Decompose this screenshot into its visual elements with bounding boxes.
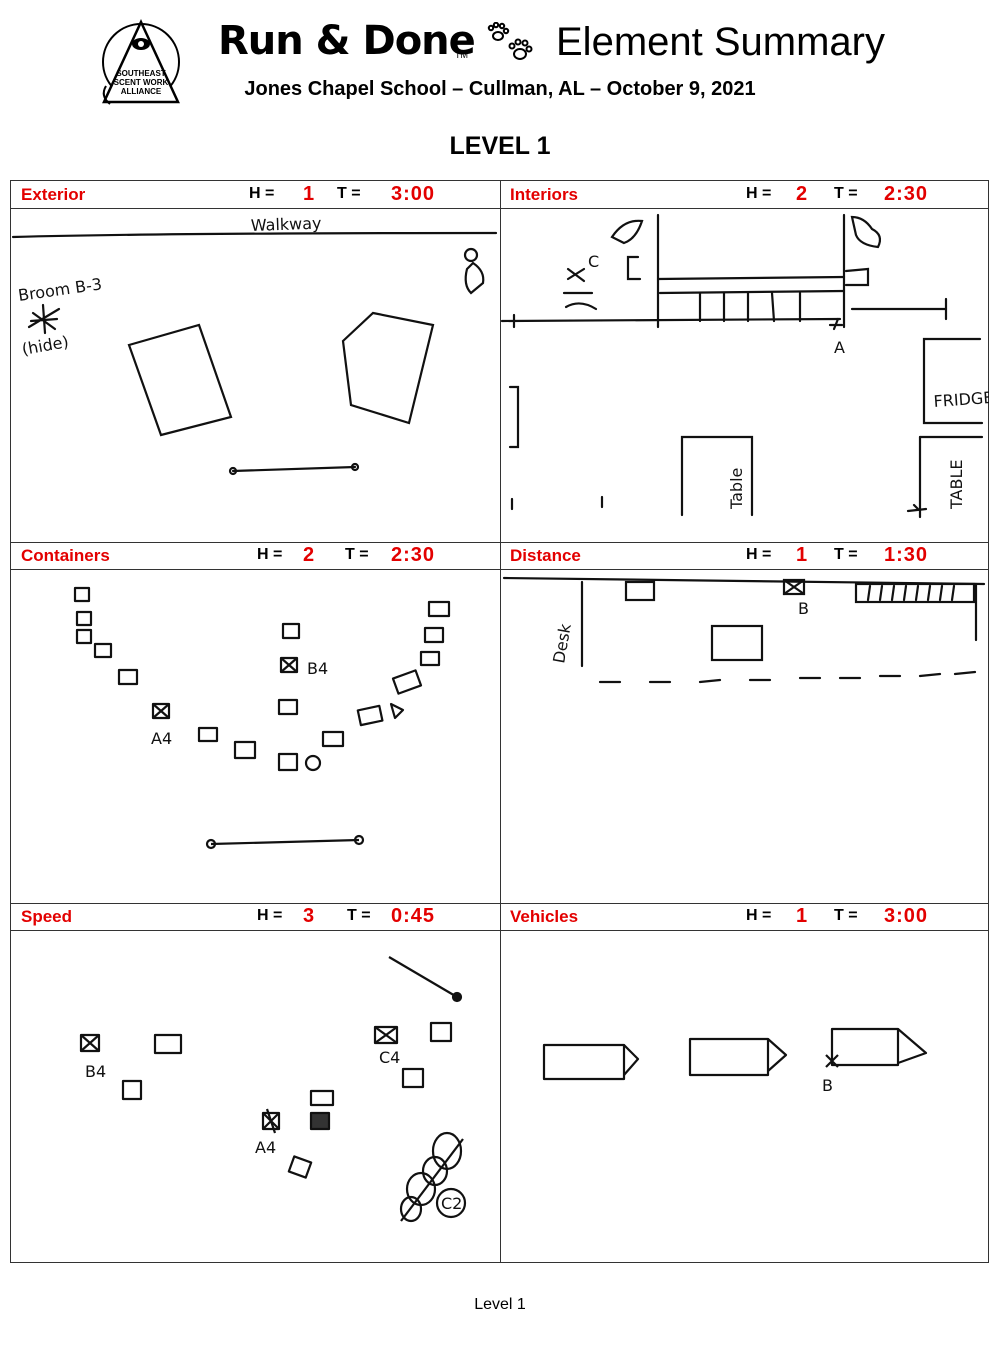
venue-line: Jones Chapel School – Cullman, AL – Octo… (244, 78, 756, 100)
note-a4: A4 (255, 1138, 276, 1157)
element-name: Speed (21, 907, 73, 926)
time-value: 1:30 (884, 544, 929, 566)
note-b: B (822, 1076, 833, 1095)
hides-label: H = (746, 907, 772, 924)
sketch-speed: B4 C4 A4 C2 (79, 956, 467, 1223)
element-grid: Exterior H = 1 T = 3:00 Walkway Broom B-… (10, 180, 989, 1263)
cell-header: Speed H = 3 T = 0:45 (11, 903, 500, 931)
hides-label: H = (746, 546, 772, 563)
sswa-logo: SOUTHEAST SCENT WORK ALLIANCE (102, 19, 180, 105)
note-fridge: FRIDGE (933, 388, 989, 411)
time-label: T = (834, 907, 858, 924)
subject-title: Element Summary (556, 20, 885, 64)
cell-interiors: Interiors H = 2 T = 2:30 (500, 181, 989, 542)
time-label: T = (347, 907, 371, 924)
cell-header: Interiors H = 2 T = 2:30 (500, 181, 989, 209)
note-c: C (588, 252, 599, 271)
hides-value: 1 (796, 544, 808, 566)
paw-prints-icon (487, 22, 533, 60)
cell-exterior: Exterior H = 1 T = 3:00 Walkway Broom B-… (11, 181, 500, 542)
logo-text-3: ALLIANCE (121, 87, 162, 96)
note-a4: A4 (151, 729, 172, 748)
note-b: B (798, 599, 809, 618)
cell-header: Containers H = 2 T = 2:30 (11, 542, 500, 570)
note-c4: C4 (379, 1048, 400, 1067)
element-name: Containers (21, 546, 110, 565)
cell-header: Vehicles H = 1 T = 3:00 (500, 903, 989, 931)
cell-vehicles: Vehicles H = 1 T = 3:00 B (500, 903, 989, 1264)
hides-value: 2 (796, 183, 808, 205)
time-value: 0:45 (391, 905, 436, 927)
hides-value: 2 (303, 544, 315, 566)
time-value: 3:00 (884, 905, 929, 927)
note-b4: B4 (85, 1062, 106, 1081)
grid-divider-vertical (500, 181, 501, 1262)
title-line: Run & Done TM Element Summary (218, 18, 938, 74)
time-label: T = (345, 546, 369, 563)
time-label: T = (337, 185, 361, 202)
element-name: Distance (510, 546, 581, 565)
note-desk: Desk (549, 622, 575, 665)
note-walkway: Walkway (250, 214, 321, 235)
cell-speed: Speed H = 3 T = 0:45 (11, 903, 500, 1264)
sketch-containers: B4 A4 (73, 586, 451, 850)
time-value: 2:30 (884, 183, 929, 205)
trademark-mark: TM (455, 50, 468, 60)
sketch-distance: Desk B (502, 576, 986, 684)
note-c2: C2 (441, 1194, 462, 1213)
note-a: A (834, 338, 845, 357)
page-header: SOUTHEAST SCENT WORK ALLIANCE Run & Done… (0, 0, 1000, 170)
time-value: 3:00 (391, 183, 436, 205)
cell-header: Exterior H = 1 T = 3:00 (11, 181, 500, 209)
sketch-vehicles: B (542, 1027, 928, 1095)
hides-label: H = (257, 907, 283, 924)
level-heading: LEVEL 1 (449, 132, 551, 160)
note-b4: B4 (307, 659, 328, 678)
note-table-1: Table (727, 468, 746, 510)
logo-text-2: SCENT WORK (114, 78, 169, 87)
grid-divider-row-2 (11, 903, 988, 904)
time-value: 2:30 (391, 544, 436, 566)
sketch-exterior: Walkway Broom B-3 (hide) (11, 214, 498, 476)
sketch-interiors: C A FRIDGE Table TABLE (500, 213, 989, 519)
time-label: T = (834, 546, 858, 563)
logo-text-1: SOUTHEAST (116, 69, 165, 78)
hides-label: H = (746, 185, 772, 202)
hides-value: 1 (303, 183, 315, 205)
grid-divider-row-1 (11, 542, 988, 543)
cell-distance: Distance H = 1 T = 1:30 Desk B (500, 542, 989, 903)
cell-containers: Containers H = 2 T = 2:30 (11, 542, 500, 903)
hides-label: H = (249, 185, 275, 202)
time-label: T = (834, 185, 858, 202)
element-name: Vehicles (510, 907, 579, 926)
page-footer: Level 1 (474, 1296, 526, 1313)
note-hide: (hide) (20, 332, 70, 359)
note-table-2: TABLE (947, 460, 966, 510)
element-name: Exterior (21, 185, 86, 204)
hides-label: H = (257, 546, 283, 563)
hides-value: 1 (796, 905, 808, 927)
hides-value: 3 (303, 905, 315, 927)
element-name: Interiors (510, 185, 579, 204)
brand-title: Run & Done (218, 18, 476, 64)
note-broom: Broom B-3 (17, 274, 103, 305)
cell-header: Distance H = 1 T = 1:30 (500, 542, 989, 570)
